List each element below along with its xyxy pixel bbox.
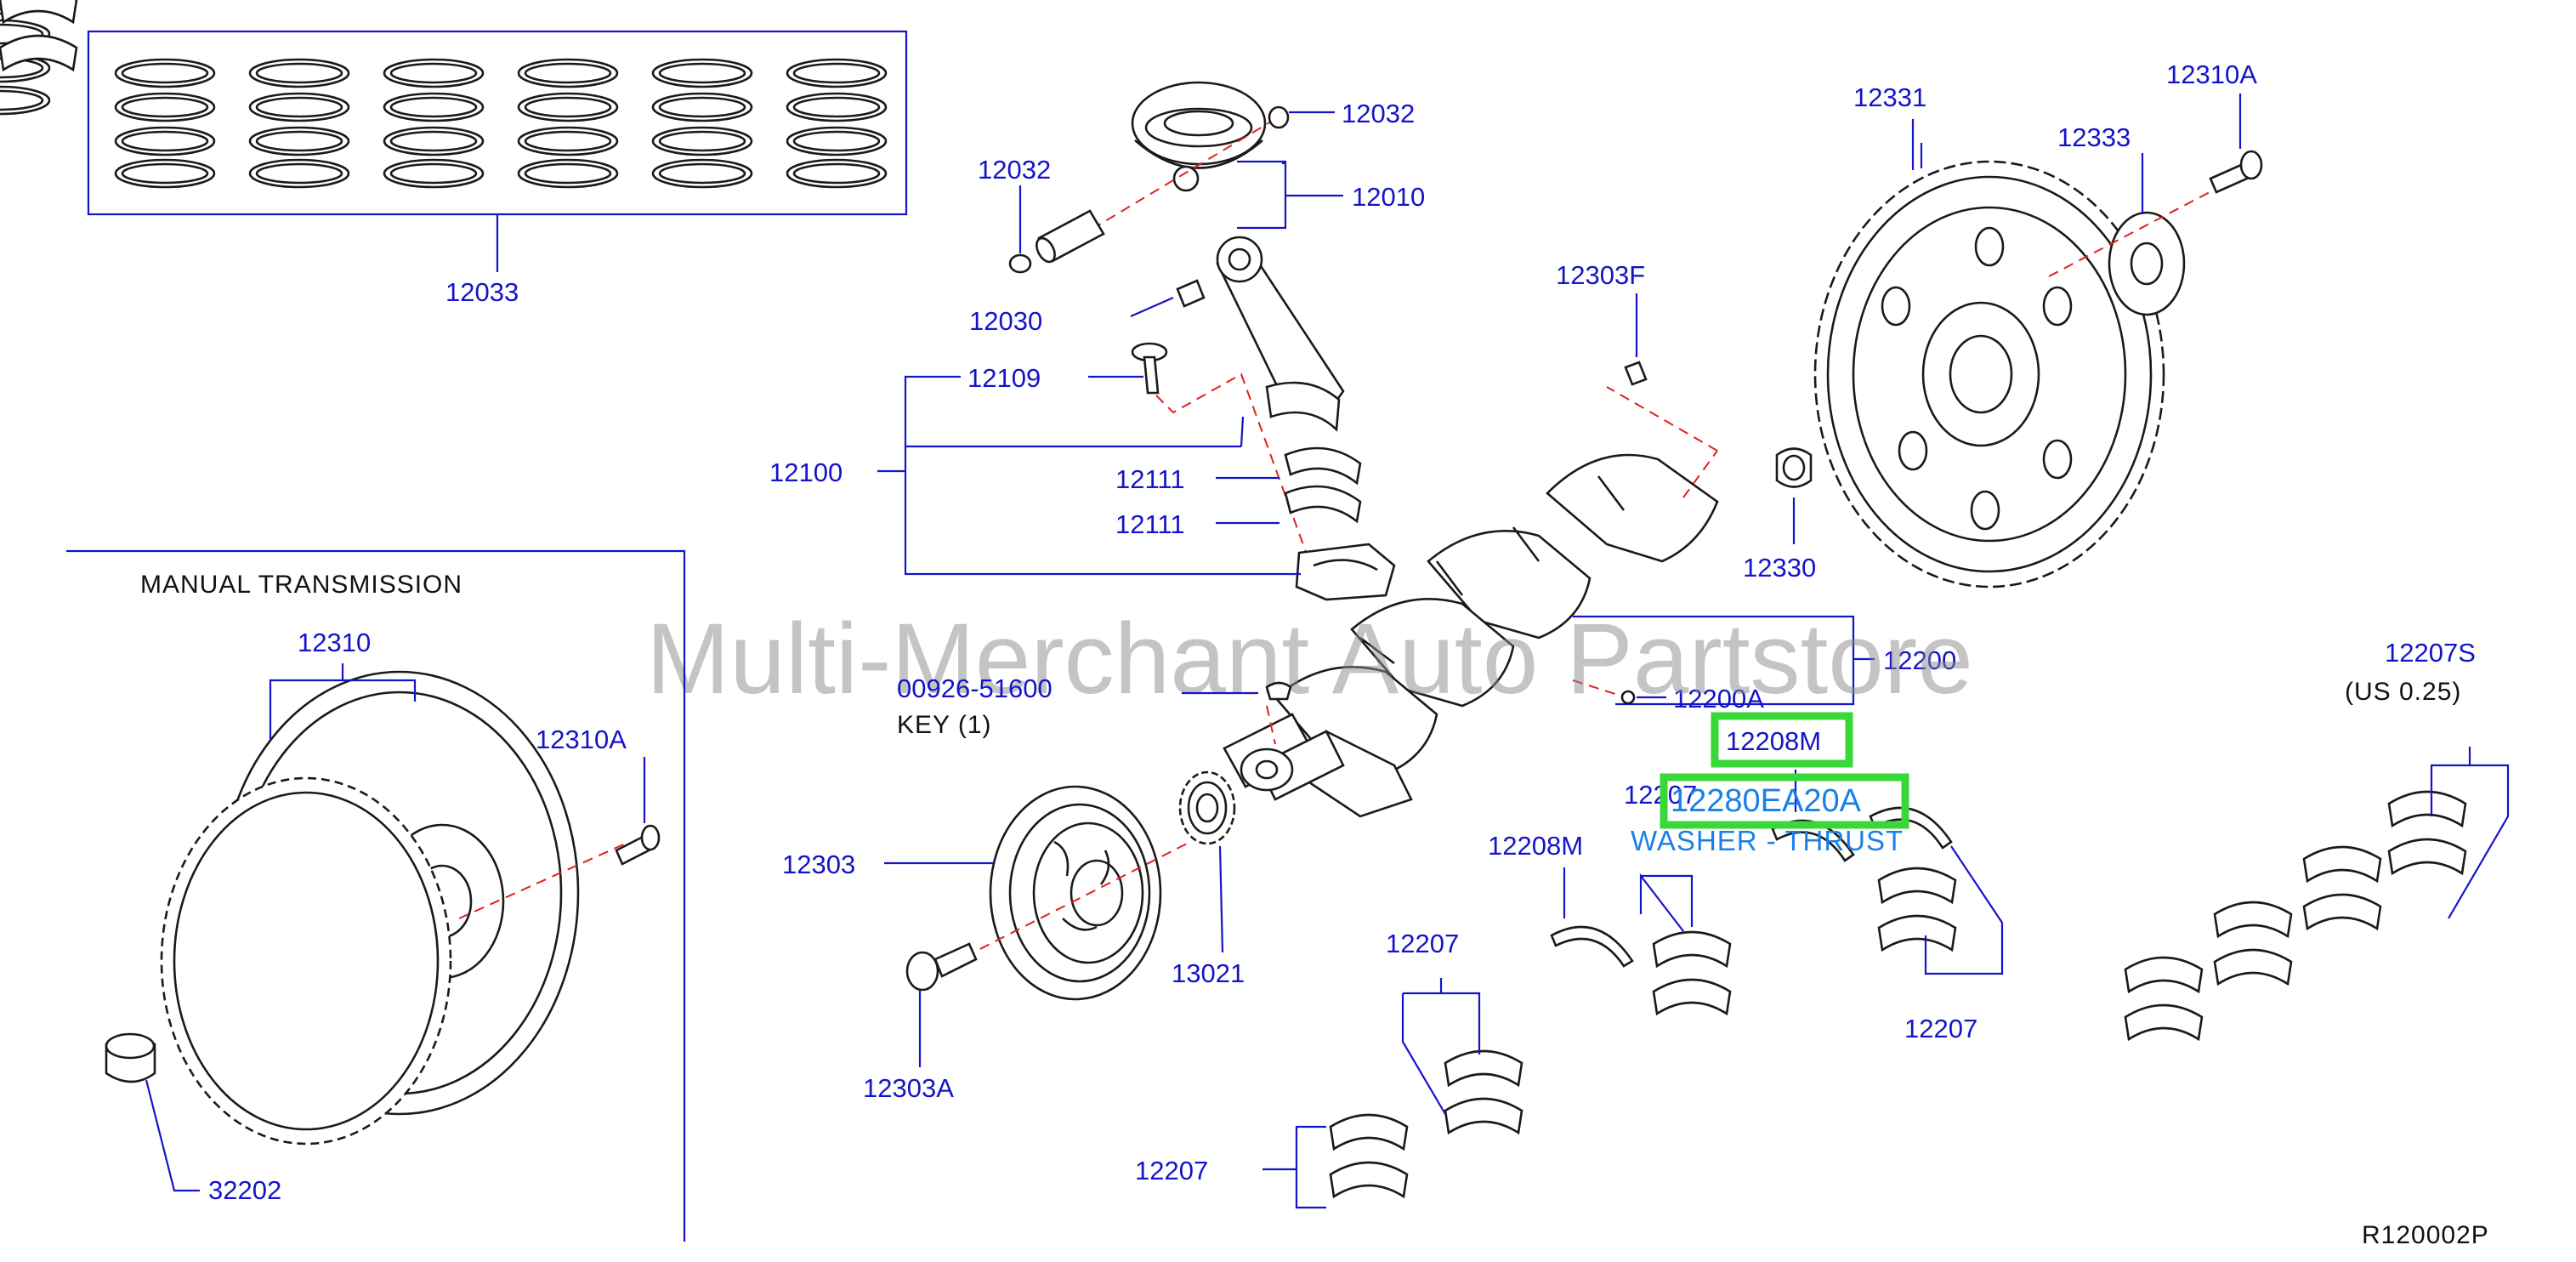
main-bearing-bracket-d: 12207: [1135, 1125, 1326, 1209]
label-12303A: 12303A: [863, 1073, 954, 1103]
drive-plate[interactable]: 12331: [1813, 82, 2165, 588]
label-12032-left: 12032: [978, 155, 1051, 185]
highlight-replacement[interactable]: 12280EA20A WASHER - THRUST: [1631, 773, 1909, 856]
woodruff-key[interactable]: 00926-51600 KEY (1): [897, 674, 1292, 739]
label-mt-12310A: 12310A: [536, 725, 627, 754]
label-12207-c: 12207: [1386, 929, 1459, 958]
label-12310A: 12310A: [2166, 60, 2257, 89]
rod-cap[interactable]: [1295, 543, 1396, 601]
mt-flywheel-bolt[interactable]: 12310A: [536, 725, 661, 866]
label-12030: 12030: [969, 306, 1042, 336]
highlight-box-12208M: [1711, 712, 1853, 768]
connecting-rod[interactable]: [1216, 236, 1345, 432]
highlight-part-number[interactable]: 12208M: [1711, 712, 1853, 768]
label-12207S: 12207S: [2385, 638, 2476, 668]
diagram-code: R120002P: [2362, 1221, 2489, 1249]
main-bearing-bracket-b: 12207: [1904, 845, 2004, 1043]
label-12200: 12200: [1883, 645, 1956, 675]
crank-pulley[interactable]: 12303: [782, 785, 1162, 1001]
label-12207-b: 12207: [1904, 1014, 1977, 1043]
label-00926-51600: 00926-51600: [897, 674, 1053, 703]
label-12330: 12330: [1743, 553, 1816, 583]
reinforcement-plate[interactable]: 12333: [2057, 122, 2186, 316]
label-12033: 12033: [445, 277, 519, 307]
label-12032-right: 12032: [1342, 99, 1415, 128]
label-12208M-left: 12208M: [1488, 831, 1583, 861]
highlight-part-no: 12208M: [1726, 726, 1821, 756]
crankshaft-bracket: 12200: [1573, 615, 1956, 706]
label-13021: 13021: [1172, 958, 1245, 988]
section-title: MANUAL TRANSMISSION: [140, 571, 462, 599]
ring-set-frame: [87, 30, 908, 216]
pin-clip-right[interactable]: 12032: [1268, 99, 1415, 129]
highlight-description: WASHER - THRUST: [1631, 825, 1904, 856]
label-12109: 12109: [967, 363, 1041, 393]
thrust-washer-center[interactable]: [1771, 806, 1953, 862]
rod-bearing-upper[interactable]: 12111: [1115, 446, 1362, 524]
label-12111-upper: 12111: [1115, 464, 1185, 494]
rod-bearing-lower[interactable]: 12111: [1115, 509, 1279, 539]
label-12010: 12010: [1352, 182, 1425, 212]
watermark: Multi-Merchant Auto Partstore: [646, 603, 1973, 715]
undersize-note: (US 0.25): [2345, 678, 2461, 706]
label-key-qty: KEY (1): [897, 711, 992, 739]
main-bearing-bracket-us: 12207S (US 0.25): [2345, 638, 2510, 919]
thrust-washer-left[interactable]: 12208M: [1488, 831, 1634, 968]
manual-transmission-panel: MANUAL TRANSMISSION: [66, 549, 686, 1242]
crank-sprocket[interactable]: 13021: [1172, 770, 1245, 988]
label-12333: 12333: [2057, 122, 2131, 152]
pilot-bushing[interactable]: 12330: [1743, 447, 1816, 583]
piston-ring-set[interactable]: 12033: [0, 0, 908, 307]
rod-bushing[interactable]: 12030: [969, 279, 1206, 336]
pulley-bolt[interactable]: 12303A: [863, 942, 978, 1103]
crank-plug[interactable]: 12200A: [1572, 679, 1764, 713]
piston[interactable]: 12010: [1131, 81, 1425, 230]
label-12303F: 12303F: [1556, 260, 1645, 290]
label-12310: 12310: [298, 628, 371, 657]
main-bearing-bracket-c: 12207: [1386, 929, 1481, 1115]
highlight-replacement-no: 12280EA20A: [1671, 783, 1862, 819]
rod-assembly-bracket: 12100: [769, 375, 1301, 576]
label-12207-d: 12207: [1135, 1156, 1208, 1185]
flywheel-bolt[interactable]: 12310A: [2166, 60, 2263, 194]
mt-flywheel[interactable]: 12310: [160, 628, 580, 1145]
piston-pin[interactable]: [1033, 209, 1105, 264]
rod-bolt[interactable]: 12109: [967, 342, 1168, 395]
label-12111-lower: 12111: [1115, 509, 1185, 539]
label-12303: 12303: [782, 850, 855, 879]
label-12200A: 12200A: [1673, 684, 1764, 713]
label-32202: 32202: [208, 1175, 281, 1205]
label-12100: 12100: [769, 458, 843, 487]
pin-clip-left[interactable]: 12032: [978, 155, 1051, 274]
crankshaft[interactable]: [1223, 453, 1719, 818]
main-bearing-left-pair[interactable]: [0, 0, 78, 72]
mt-pilot-bushing[interactable]: 32202: [105, 1032, 281, 1205]
ring-stacks: [0, 0, 51, 116]
highlight-box-12280EA20A: [1660, 773, 1909, 829]
label-12331: 12331: [1853, 82, 1926, 112]
dowel-pin[interactable]: 12303F: [1556, 260, 1648, 386]
